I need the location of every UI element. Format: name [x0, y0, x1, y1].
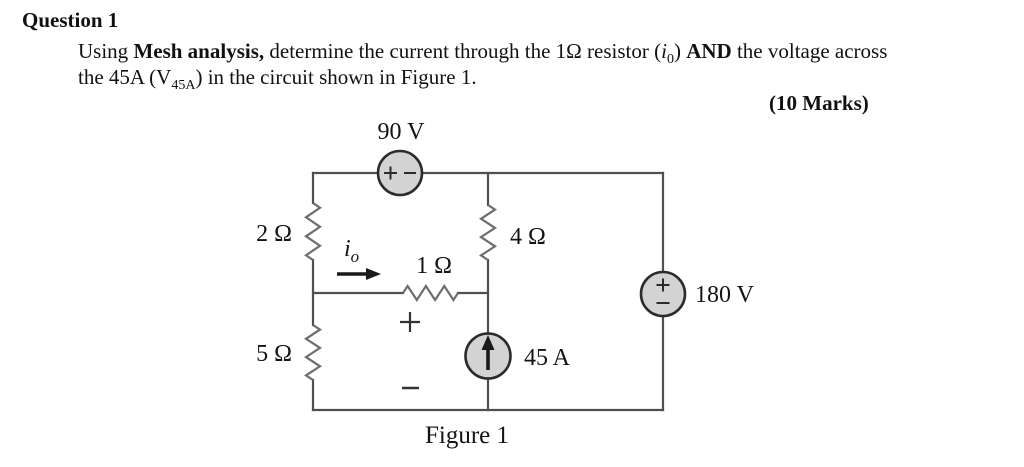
current-io-symbol: i [344, 236, 351, 262]
question-title: Question 1 [22, 8, 119, 32]
resistor-zigzag [402, 283, 459, 303]
resistor-1ohm: 1 Ω [402, 253, 459, 303]
resistor-zigzag [303, 324, 323, 381]
resistor-4ohm: 4 Ω [478, 204, 546, 261]
current-io-label: io [344, 236, 359, 266]
voltage-source-circle [639, 270, 687, 318]
current-io-annotation: io [337, 236, 381, 280]
right-arrow-icon [337, 268, 381, 280]
current-source-45a-label: 45 A [524, 345, 571, 371]
resistor-zigzag [478, 204, 498, 261]
text-segment: the voltage across [731, 39, 888, 63]
current-symbol: i [661, 39, 667, 63]
text-segment: the 45A (V [78, 65, 172, 89]
resistor-zigzag [304, 202, 322, 261]
resistor-1ohm-label: 1 Ω [416, 253, 452, 279]
plus-sign [384, 166, 397, 180]
question-text-line1: Using Mesh analysis, determine the curre… [78, 39, 888, 68]
voltage-symbol-subscript: 45A [171, 78, 196, 94]
polarity-plus-sign [400, 312, 420, 332]
text-segment: ) in the circuit shown in Figure 1. [195, 65, 477, 89]
circuit-wires [311, 171, 665, 412]
voltage-source-90v: 90 V [376, 119, 426, 197]
question-text-line2: the 45A (V45A) in the circuit shown in F… [78, 65, 477, 94]
text-segment: Using [78, 39, 134, 63]
text-segment-bold: AND [686, 39, 732, 63]
text-segment-bold: Mesh analysis, [133, 39, 265, 63]
current-io-subscript: o [351, 247, 360, 266]
resistor-4ohm-label: 4 Ω [510, 224, 546, 250]
current-symbol-subscript: 0 [666, 52, 674, 68]
voltage-source-180v: 180 V [639, 270, 755, 318]
resistor-5ohm: 5 Ω [256, 324, 323, 381]
voltage-source-90v-label: 90 V [378, 119, 426, 145]
current-source-45a: 45 A [464, 332, 571, 380]
voltage-source-180v-label: 180 V [695, 282, 755, 308]
figure-caption: Figure 1 [425, 422, 509, 449]
text-segment: determine the current through the 1Ω res… [264, 39, 662, 63]
resistor-5ohm-label: 5 Ω [256, 341, 292, 367]
resistor-2ohm: 2 Ω [256, 202, 322, 261]
up-arrow-icon [481, 335, 495, 370]
text-segment: ) [673, 39, 687, 63]
resistor-2ohm-label: 2 Ω [256, 221, 292, 247]
marks-label: (10 Marks) [769, 91, 869, 115]
plus-sign [656, 278, 670, 292]
voltage-source-circle [376, 149, 424, 197]
